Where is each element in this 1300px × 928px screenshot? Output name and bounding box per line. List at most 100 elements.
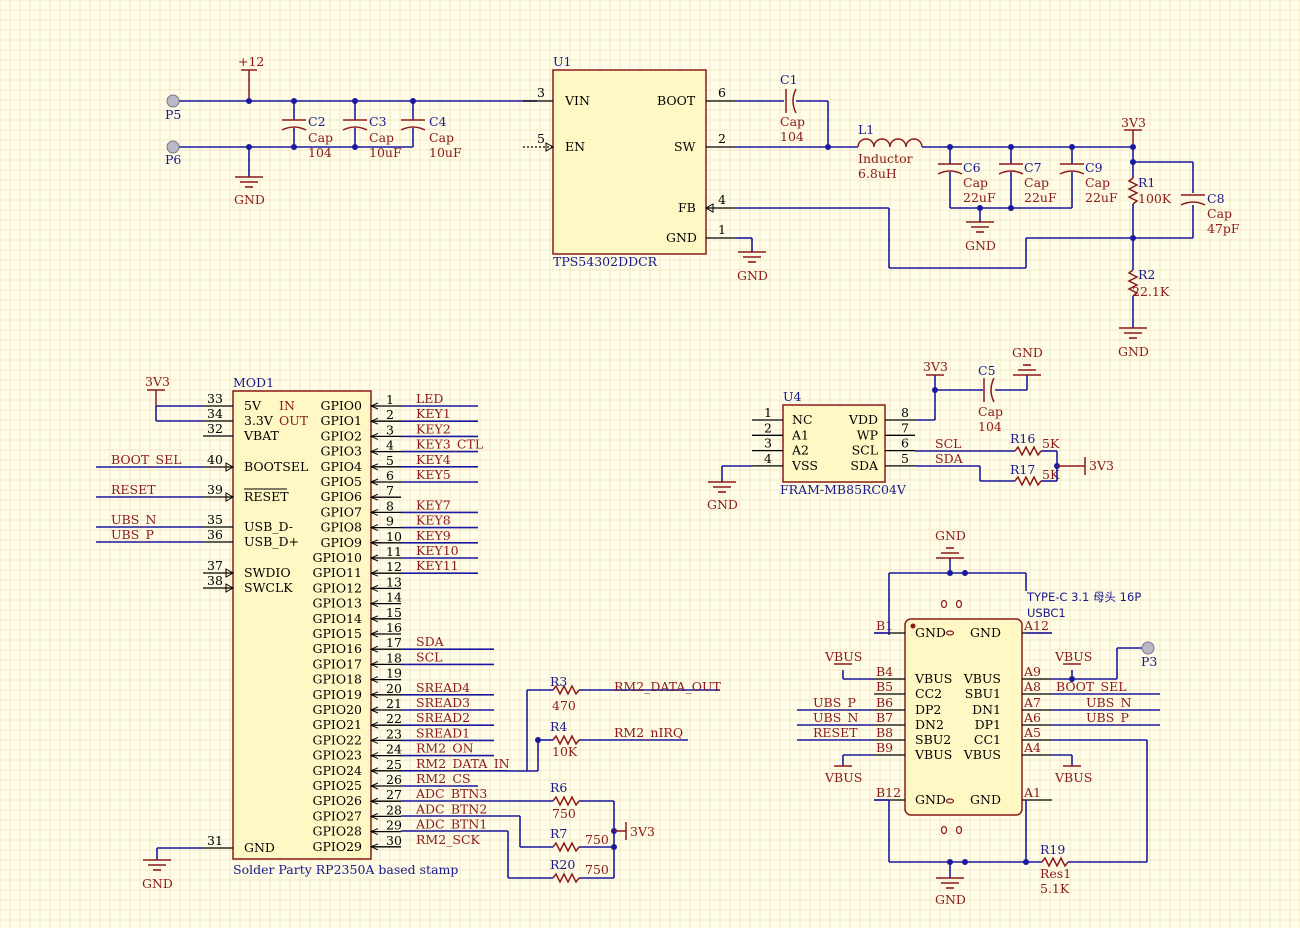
resistor-r17[interactable] [1014, 475, 1042, 487]
resistor-r2[interactable] [1127, 269, 1139, 297]
net-label-reset: RESET [813, 725, 858, 740]
resistor-r19[interactable] [1041, 856, 1069, 868]
capacitor-c4[interactable] [400, 98, 426, 147]
gpio-pin-name: GPIO8 [320, 520, 362, 535]
resistor-r3[interactable] [552, 684, 580, 696]
resistor-r20[interactable] [552, 872, 580, 884]
capacitor-c8[interactable] [1180, 194, 1206, 206]
capacitor-c9[interactable] [1059, 144, 1085, 208]
l1-value: 6.8uH [858, 166, 897, 181]
usbc1-body[interactable] [904, 618, 1023, 816]
u4-pin-num: 5 [901, 451, 909, 466]
resistor-r16[interactable] [1014, 445, 1042, 457]
gpio-pin-name: GPIO23 [313, 748, 363, 763]
resistor-r6[interactable] [552, 795, 580, 807]
resistor-r1[interactable] [1127, 177, 1139, 205]
inductor-l1[interactable] [857, 138, 923, 148]
capacitor-c7[interactable] [998, 144, 1024, 208]
mod1-body[interactable] [232, 390, 372, 860]
u1-pin-name: BOOT [657, 93, 696, 108]
capacitor-c2[interactable] [281, 98, 307, 150]
capacitor-c5[interactable] [983, 377, 995, 403]
resistor-r4[interactable] [552, 734, 580, 746]
u4-pin[interactable]: 7WP [857, 420, 915, 442]
net-label-rm2-nirq: RM2_nIRQ [614, 725, 683, 740]
capacitor-c1[interactable] [785, 88, 797, 114]
port-p5-icon[interactable] [166, 94, 180, 108]
resistor-r7[interactable] [552, 841, 580, 853]
gnd-label: GND [935, 892, 966, 907]
mod1-pin-tag: OUT [279, 413, 309, 428]
vbus-label: VBUS [1054, 649, 1092, 664]
port-p3-icon[interactable] [1141, 641, 1155, 655]
usbc1-pin-name: CC2 [915, 686, 942, 701]
port-p6-icon[interactable] [166, 140, 180, 154]
capacitor-c6[interactable] [937, 144, 963, 208]
u4-body[interactable] [782, 404, 886, 483]
u1-body[interactable] [552, 69, 707, 255]
capacitor-c3[interactable] [342, 98, 368, 150]
